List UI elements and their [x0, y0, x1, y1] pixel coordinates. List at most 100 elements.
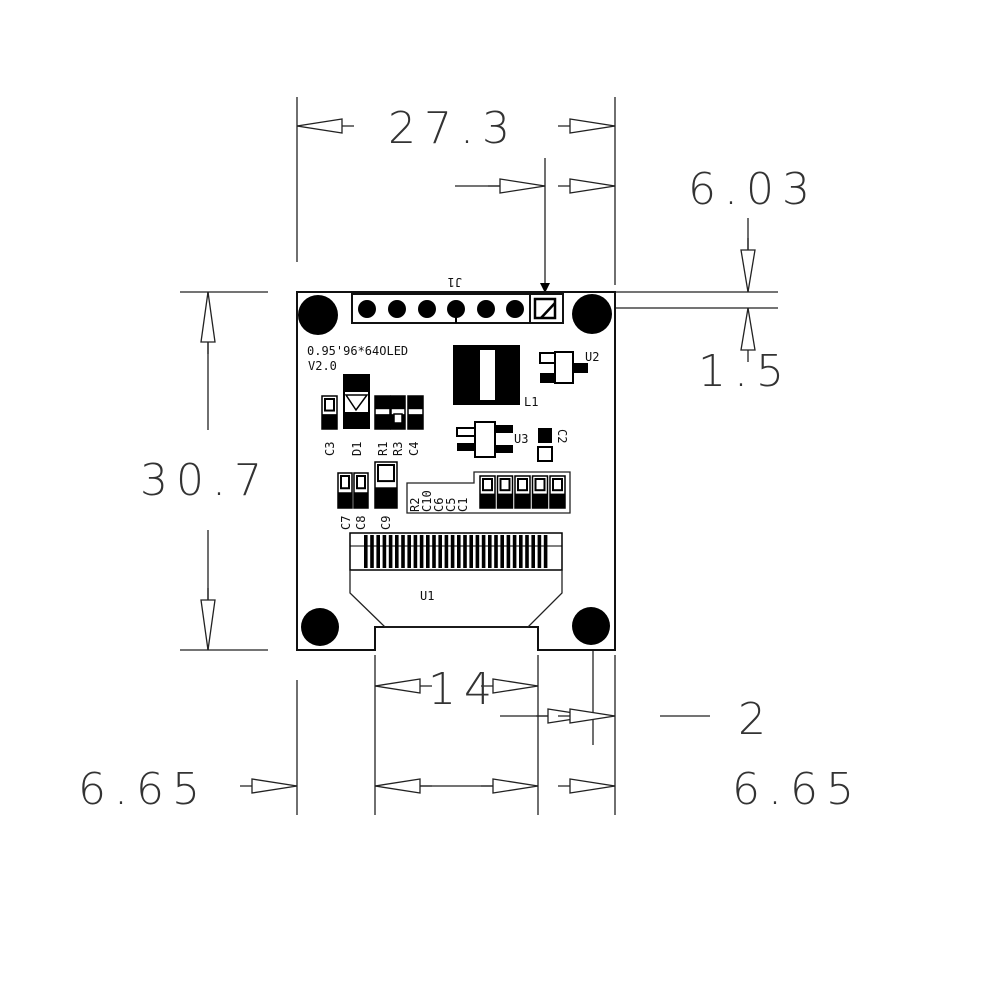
- svg-text:D1: D1: [350, 442, 364, 456]
- svg-text:C2: C2: [555, 429, 569, 443]
- fpc-contact: [500, 535, 504, 568]
- dimension-arrow-icon: [296, 118, 343, 134]
- mounting-holes: [298, 294, 612, 646]
- mounting-hole-icon: [572, 607, 610, 645]
- fpc-contact: [463, 535, 467, 568]
- dim-flex-width-label: 14: [428, 664, 500, 715]
- header-pin-icon: [506, 300, 524, 318]
- smd-component: [374, 461, 398, 509]
- fpc-contact: [407, 535, 411, 568]
- dimension-arrows: [200, 118, 756, 794]
- smd-component: [479, 475, 496, 509]
- model-text: 0.95'96*64OLED: [307, 344, 408, 358]
- dim-right-margin-label: 6.65: [732, 764, 862, 815]
- pad-marker: [393, 413, 403, 424]
- header-j1: J1: [351, 275, 564, 324]
- smd-component: [549, 475, 566, 509]
- svg-text:C4: C4: [407, 442, 421, 456]
- svg-text:R1: R1: [376, 442, 390, 456]
- mounting-hole-icon: [298, 295, 338, 335]
- svg-text:C6: C6: [432, 498, 446, 512]
- smd-component: [407, 395, 424, 430]
- fpc-contact: [481, 535, 486, 568]
- smd-component: [374, 395, 391, 430]
- fpc-contact: [401, 535, 405, 568]
- fpc-contact: [382, 535, 387, 568]
- smd-pads: [321, 395, 566, 509]
- fpc-contact: [543, 535, 548, 568]
- smd-component: [514, 475, 531, 509]
- fpc-contact: [525, 535, 529, 568]
- regulator-u2: U2: [539, 350, 599, 384]
- dimension-arrow-icon: [569, 708, 616, 724]
- smd-component: [337, 472, 353, 509]
- passives-block-outline: [406, 471, 571, 514]
- fpc-contact: [519, 535, 523, 568]
- smd-component: [496, 475, 514, 509]
- smd-component: [321, 395, 338, 430]
- fpc-contact: [531, 535, 535, 568]
- diode-d1: [343, 374, 370, 429]
- fpc-contact: [475, 535, 480, 568]
- header-pin-icon: [418, 300, 436, 318]
- svg-text:C8: C8: [354, 516, 368, 530]
- fpc-contact: [512, 535, 517, 568]
- board-outline: [296, 291, 616, 651]
- dimension-arrow-icon: [740, 249, 756, 293]
- dim-width-label: 27.3: [388, 103, 518, 154]
- dimension-arrow-icon: [569, 778, 616, 794]
- dimension-arrow-icon: [740, 307, 756, 351]
- svg-text:C9: C9: [379, 516, 393, 530]
- dimension-arrow-icon: [492, 778, 539, 794]
- svg-text:C3: C3: [323, 442, 337, 456]
- svg-text:R2: R2: [408, 498, 422, 512]
- svg-text:C7: C7: [339, 516, 353, 530]
- fpc-contact: [457, 535, 461, 568]
- smd-component: [531, 475, 549, 509]
- fpc-contact: [537, 535, 542, 568]
- dimension-arrow-icon: [499, 178, 546, 194]
- fpc-contact: [364, 535, 368, 568]
- svg-text:C5: C5: [444, 498, 458, 512]
- fpc-contact: [469, 535, 473, 568]
- mounting-hole-icon: [301, 608, 339, 646]
- fpc-contact: [370, 535, 374, 568]
- dimension-arrow-icon: [374, 778, 421, 794]
- dim-pin1-offset-label: 6.03: [688, 164, 818, 215]
- fpc-contact: [388, 535, 393, 568]
- dimension-arrow-icon: [251, 778, 298, 794]
- capacitor-c2: C2: [537, 428, 569, 462]
- fpc-connector-u1: U1: [349, 532, 563, 628]
- fpc-contact: [413, 535, 418, 568]
- fpc-contact: [395, 535, 399, 568]
- regulator-u3: U3: [456, 421, 528, 458]
- dimension-arrow-icon: [569, 118, 616, 134]
- header-pin-icon: [358, 300, 376, 318]
- smd-component: [390, 395, 406, 430]
- fpc-contact: [494, 535, 498, 568]
- dimension-arrow-icon: [200, 291, 216, 343]
- fpc-contact: [506, 535, 511, 568]
- svg-text:U3: U3: [514, 432, 528, 446]
- svg-text:U2: U2: [585, 350, 599, 364]
- fpc-contact: [426, 535, 430, 568]
- dim-pin-row-offset-label: 1.5: [698, 346, 792, 397]
- svg-text:C10: C10: [420, 490, 434, 512]
- header-pin-icon: [388, 300, 406, 318]
- fpc-contact: [450, 535, 455, 568]
- smd-component: [353, 472, 369, 509]
- dimension-arrow-icon: [492, 678, 539, 694]
- dimension-arrow-icon: [569, 178, 616, 194]
- version-text: V2.0: [308, 359, 337, 373]
- fpc-contact: [488, 535, 492, 568]
- fpc-contact: [438, 535, 442, 568]
- pin1-marker-icon: [540, 283, 550, 293]
- fpc-contact: [432, 535, 436, 568]
- header-label: J1: [448, 275, 462, 289]
- dimension-arrow-icon: [374, 678, 421, 694]
- svg-text:U1: U1: [420, 589, 434, 603]
- svg-text:L1: L1: [524, 395, 538, 409]
- component-labels: C3 D1 R1 R3 C4 C7 C8 C9 R2 C10 C6 C5 C1: [323, 442, 470, 530]
